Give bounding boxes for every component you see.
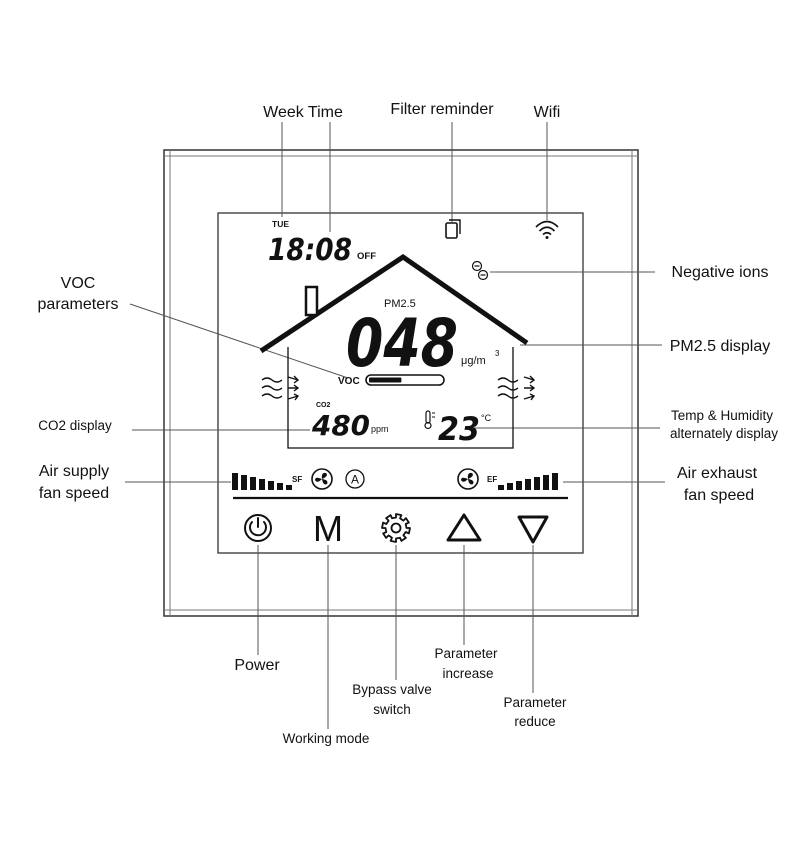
label-air-supply-line1: Air supply (39, 463, 109, 480)
label-air-exhaust-line1: Air exhaust (677, 465, 758, 482)
fan-speed-bar (543, 475, 549, 490)
label-bypass-line1: Bypass valve (352, 682, 432, 697)
fan-icon (311, 468, 333, 490)
fan-speed-bar (268, 481, 274, 490)
label-param-reduce-line2: reduce (514, 714, 555, 729)
fan-speed-bar (250, 477, 256, 490)
clock-time: 18:08 (268, 233, 352, 268)
label-air-exhaust-line2: fan speed (684, 487, 754, 504)
fan-speed-bar (507, 483, 513, 490)
fan-icon (457, 468, 479, 490)
bypass-valve-button[interactable] (376, 508, 416, 548)
weekday-indicator: TUE (272, 219, 289, 229)
label-param-increase-line1: Parameter (434, 646, 498, 661)
label-voc-line2: parameters (38, 296, 119, 313)
temperature-unit: °C (481, 413, 492, 423)
voc-bar-fill (369, 377, 402, 383)
triangle-up-icon (446, 513, 482, 542)
wifi-icon (535, 220, 559, 239)
house-chimney (304, 285, 319, 317)
fan-speed-bar (498, 485, 504, 490)
label-filter-reminder: Filter reminder (390, 101, 494, 118)
fan-speed-bar (241, 475, 247, 490)
co2-label: CO2 (316, 402, 331, 409)
pm25-unit-superscript: 3 (495, 349, 500, 358)
power-icon (244, 514, 272, 542)
voc-label: VOC (338, 376, 360, 387)
supply-fan-label: SF (292, 475, 302, 484)
parameter-reduce-button[interactable] (513, 508, 553, 548)
label-negative-ions: Negative ions (672, 264, 769, 281)
mode-button[interactable]: M (308, 508, 348, 549)
fan-speed-bar (516, 481, 522, 490)
auto-mode-symbol: A (351, 473, 359, 487)
airflow-icon (261, 375, 300, 401)
gear-icon (381, 513, 411, 543)
fan-speed-bar (552, 473, 558, 490)
label-voc-line1: VOC (61, 275, 96, 292)
label-pm25-display: PM2.5 display (670, 338, 771, 355)
negative-ion-icon (471, 260, 489, 281)
filter-icon (445, 219, 461, 239)
co2-unit: ppm (371, 424, 389, 434)
label-power: Power (234, 657, 280, 674)
co2-value: 480 (311, 409, 370, 442)
fan-speed-bar (259, 479, 265, 490)
label-co2-display: CO2 display (38, 418, 112, 433)
supply-fan-speed-bars (232, 473, 292, 490)
label-temp-hum-line1: Temp & Humidity (671, 408, 773, 423)
temperature-value: 23 (438, 410, 480, 448)
thermometer-icon (424, 410, 435, 430)
mode-button-label: M (313, 508, 343, 549)
parameter-increase-button[interactable] (444, 508, 484, 548)
label-temp-hum-line2: alternately display (670, 426, 778, 441)
label-wifi: Wifi (534, 104, 561, 121)
triangle-down-icon (517, 515, 549, 544)
pm25-value: 048 (346, 305, 458, 382)
power-button[interactable] (238, 508, 278, 548)
fan-speed-bar (277, 483, 283, 490)
label-param-increase-line2: increase (442, 666, 493, 681)
pm25-label: PM2.5 (384, 298, 416, 310)
fan-speed-bar (525, 479, 531, 490)
fan-speed-bar (286, 485, 292, 490)
fan-speed-bar (534, 477, 540, 490)
auto-mode-indicator: A (345, 469, 365, 489)
pm25-unit: μg/m (461, 355, 486, 367)
label-week-time: Week Time (263, 104, 343, 121)
callout-lines (125, 122, 665, 729)
label-param-reduce-line1: Parameter (503, 695, 567, 710)
fan-speed-bar (232, 473, 238, 490)
label-bypass-line2: switch (373, 702, 411, 717)
label-air-supply-line2: fan speed (39, 485, 109, 502)
exhaust-fan-speed-bars (498, 473, 558, 490)
label-working-mode: Working mode (283, 731, 370, 746)
airflow-icon (497, 375, 536, 401)
exhaust-fan-label: EF (487, 475, 497, 484)
timer-state: OFF (357, 251, 376, 262)
